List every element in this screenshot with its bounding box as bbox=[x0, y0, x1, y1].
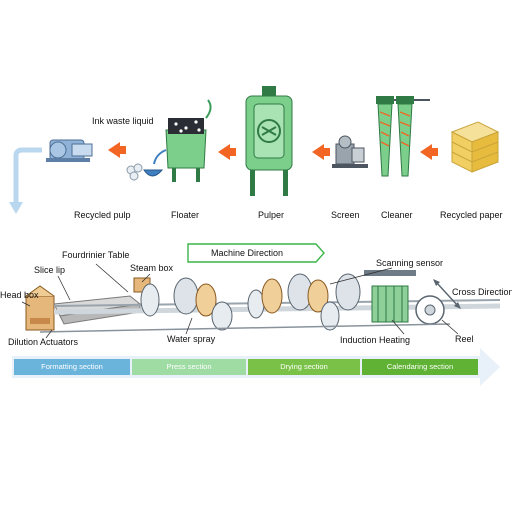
flow-arrow-4 bbox=[420, 144, 438, 160]
return-flow-arrow bbox=[13, 147, 42, 204]
flow-arrow-2 bbox=[218, 144, 236, 160]
floater-icon bbox=[153, 99, 212, 182]
cleaner-icon bbox=[376, 96, 430, 177]
screen-icon bbox=[332, 135, 368, 168]
formatting-section-bar: Formatting section bbox=[14, 359, 130, 375]
screen-label: Screen bbox=[331, 210, 360, 220]
pulper-label: Pulper bbox=[258, 210, 285, 220]
leader-lines bbox=[21, 263, 459, 339]
flow-arrow-3 bbox=[312, 144, 330, 160]
recycled-paper-stack-icon bbox=[450, 121, 500, 173]
ink-waste-liquid-label: Ink waste liquid bbox=[92, 116, 154, 126]
machine-direction-label: Machine Direction bbox=[211, 248, 284, 258]
recycled-pulp-machine-icon bbox=[46, 139, 93, 162]
paper-machine-icon bbox=[25, 270, 501, 333]
reel-label: Reel bbox=[455, 334, 474, 344]
calendaring-section-bar: Calendaring section bbox=[362, 359, 478, 375]
flow-arrow-1 bbox=[108, 142, 126, 158]
floater-label: Floater bbox=[171, 210, 200, 220]
cross-direction-label: Cross Direction bbox=[452, 287, 512, 297]
press-section-bar: Press section bbox=[132, 359, 246, 375]
scanning-sensor-label: Scanning sensor bbox=[376, 258, 444, 268]
induction-heating-label: Induction Heating bbox=[340, 335, 411, 345]
cleaner-label: Cleaner bbox=[381, 210, 413, 220]
dilution-actuators-label: Dilution Actuators bbox=[8, 337, 79, 347]
return-flow-arrowhead bbox=[9, 202, 23, 214]
head-box-label: Head box bbox=[0, 290, 39, 300]
pulper-icon bbox=[245, 86, 293, 196]
recycled-paper-label: Recycled paper bbox=[440, 210, 503, 220]
fourdrinier-table-label: Fourdrinier Table bbox=[62, 250, 130, 260]
steam-box-label: Steam box bbox=[130, 263, 174, 273]
machine-direction-arrow bbox=[187, 243, 325, 263]
drying-section-bar: Drying section bbox=[248, 359, 360, 375]
pulp-balls-icon bbox=[126, 163, 164, 181]
slice-lip-label: Slice lip bbox=[34, 265, 66, 275]
recycled-pulp-label: Recycled pulp bbox=[74, 210, 131, 220]
water-spray-label: Water spray bbox=[167, 334, 216, 344]
